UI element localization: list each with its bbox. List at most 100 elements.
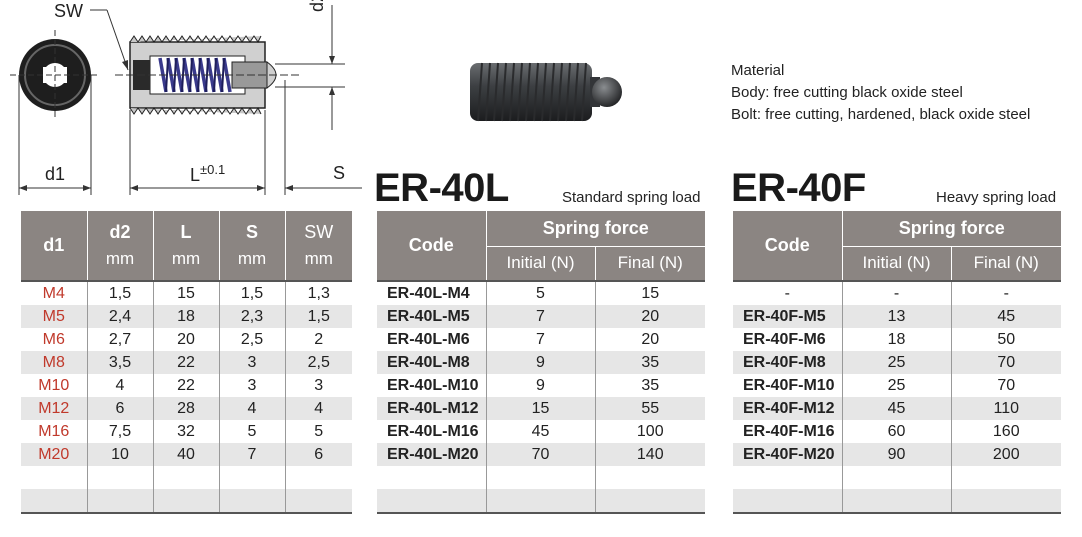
cell-initial: 5 (486, 280, 596, 305)
er40l-table: Code Spring force Initial (N) Final (N) … (377, 211, 706, 514)
dim-header-d2-unit: mm (105, 249, 135, 268)
cell-d2 (87, 466, 154, 489)
cell-initial: 90 (842, 443, 952, 466)
cell-l: 22 (153, 351, 220, 374)
cell-final: 110 (951, 397, 1062, 420)
cell-code: ER-40F-M6 (733, 328, 843, 351)
er40l-final-header: Final (N) (595, 246, 706, 281)
cell-d2: 2,7 (87, 328, 154, 351)
table-row: --- (733, 280, 1062, 305)
cell-final: 20 (595, 305, 706, 328)
cell-final: 70 (951, 374, 1062, 397)
cell-final (951, 466, 1062, 489)
table-row (733, 489, 1062, 514)
cell-code (377, 489, 487, 514)
er40f-title: ER-40F (731, 166, 866, 210)
cell-l: 32 (153, 420, 220, 443)
cell-l (153, 489, 220, 514)
cell-initial: 25 (842, 374, 952, 397)
cell-initial: 60 (842, 420, 952, 443)
end-view (10, 30, 100, 120)
cell-final (951, 489, 1062, 514)
er40l-spring-force-header: Spring force (486, 211, 706, 247)
cell-initial (486, 466, 596, 489)
cell-s (219, 489, 286, 514)
cell-sw: 2 (285, 328, 352, 351)
cell-s: 4 (219, 397, 286, 420)
dim-header-sw-name: SW (304, 222, 334, 242)
dim-header-l-name: L (180, 222, 192, 242)
dim-header-sw: SW mm (285, 211, 352, 282)
table-row (21, 466, 352, 489)
dim-header-l-unit: mm (171, 249, 201, 268)
cell-code: ER-40F-M12 (733, 397, 843, 420)
cell-d2: 6 (87, 397, 154, 420)
cell-code: ER-40L-M16 (377, 420, 487, 443)
material-block: Material Body: free cutting black oxide … (731, 60, 1030, 126)
cell-initial: 15 (486, 397, 596, 420)
cell-code: ER-40F-M5 (733, 305, 843, 328)
dim-header-d2-name: d2 (109, 222, 131, 242)
cell-s (219, 466, 286, 489)
cell-l: 28 (153, 397, 220, 420)
cell-initial: 25 (842, 351, 952, 374)
cell-d1: M5 (21, 305, 88, 328)
cell-final: 50 (951, 328, 1062, 351)
cell-initial (842, 466, 952, 489)
er40f-spring-force-header: Spring force (842, 211, 1062, 247)
er40l-code-header: Code (377, 211, 487, 282)
er40l-header-row-2: Initial (N) Final (N) (377, 246, 706, 281)
cell-d1: M8 (21, 351, 88, 374)
cell-sw: 6 (285, 443, 352, 466)
table-row (377, 489, 706, 514)
cell-code: ER-40F-M10 (733, 374, 843, 397)
cell-sw: 2,5 (285, 351, 352, 374)
cell-l: 20 (153, 328, 220, 351)
cell-initial (486, 489, 596, 514)
dim-header-d1: d1 (21, 211, 88, 282)
cell-l: 18 (153, 305, 220, 328)
cell-initial: 9 (486, 351, 596, 374)
cell-code: ER-40L-M20 (377, 443, 487, 466)
cell-l (153, 466, 220, 489)
cell-d1: M10 (21, 374, 88, 397)
er40f-final-header: Final (N) (951, 246, 1062, 281)
cell-s: 7 (219, 443, 286, 466)
cell-sw: 5 (285, 420, 352, 443)
dim-header-sw-unit: mm (304, 249, 333, 268)
cell-sw: 1,5 (285, 305, 352, 328)
cell-final: 200 (951, 443, 1062, 466)
cell-code: ER-40L-M4 (377, 280, 487, 305)
cell-d1: M4 (21, 280, 88, 305)
cell-d2: 1,5 (87, 280, 154, 305)
cell-sw (285, 466, 352, 489)
cell-d1: M20 (21, 443, 88, 466)
d2-label-text: d2 (307, 0, 327, 12)
cell-initial: 13 (842, 305, 952, 328)
er40l-header-row-1: Code Spring force (377, 211, 706, 282)
er40f-header-row-1: Code Spring force (733, 211, 1062, 282)
er40l-title: ER-40L (374, 166, 509, 210)
cell-final: 55 (595, 397, 706, 420)
cell-final: 140 (595, 443, 706, 466)
cell-initial: 7 (486, 305, 596, 328)
er40f-code-header: Code (733, 211, 843, 282)
cell-final: 35 (595, 374, 706, 397)
cell-code: ER-40L-M10 (377, 374, 487, 397)
cell-d1: M6 (21, 328, 88, 351)
cell-final: 45 (951, 305, 1062, 328)
